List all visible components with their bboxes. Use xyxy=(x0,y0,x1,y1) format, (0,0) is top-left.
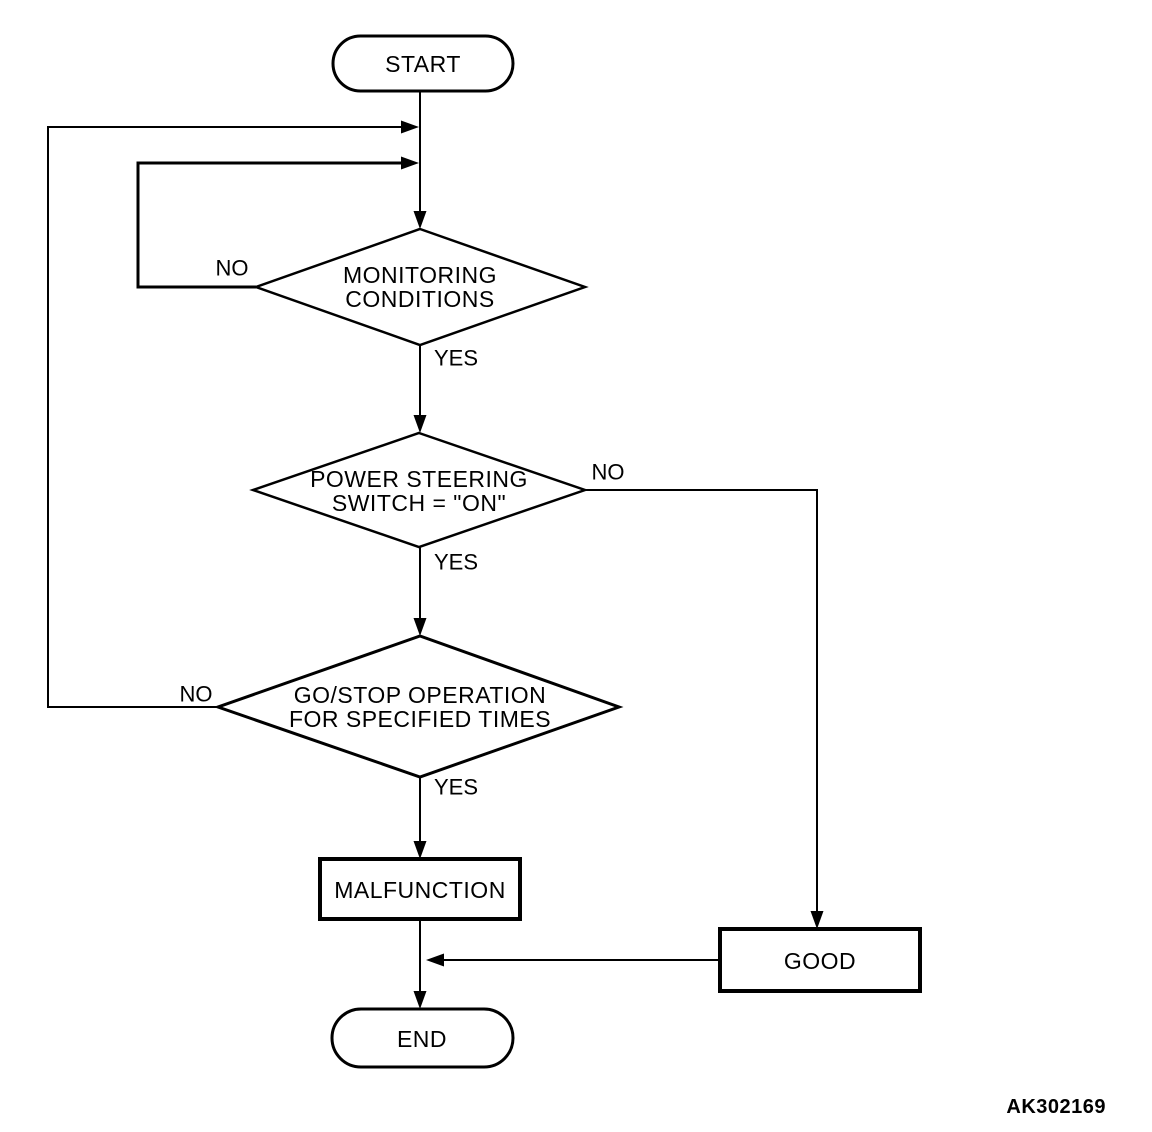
arrowhead-right-inner-loop xyxy=(401,156,419,170)
power-yes-label: YES xyxy=(434,550,478,575)
end-node xyxy=(330,1007,515,1069)
arrowhead-down-monitoring xyxy=(413,211,427,229)
go-stop-diamond xyxy=(213,634,624,779)
edge-go-stop-no-loop xyxy=(47,126,402,708)
power-steering-label-line1: POWER STEERING xyxy=(310,466,528,492)
start-label: START xyxy=(385,51,461,77)
arrowhead-down-end xyxy=(413,991,427,1009)
good-node xyxy=(718,927,922,993)
edge-monitoring-no-loop xyxy=(136,161,402,289)
power-steering-label-line2: SWITCH = "ON" xyxy=(332,490,506,516)
go-stop-no-label: NO xyxy=(180,682,213,707)
monitoring-conditions-diamond xyxy=(252,227,589,347)
arrowhead-down-go-stop xyxy=(413,618,427,636)
figure-id-label: AK302169 xyxy=(1006,1096,1106,1118)
monitoring-label-line1: MONITORING xyxy=(343,262,497,288)
end-label: END xyxy=(397,1026,447,1052)
good-label: GOOD xyxy=(784,948,856,974)
arrowhead-down-malfunction xyxy=(413,841,427,859)
arrowhead-left-join xyxy=(426,953,444,967)
arrowhead-down-good xyxy=(810,911,824,929)
monitoring-no-label: NO xyxy=(216,256,249,281)
edge-power-no-to-good xyxy=(585,489,818,913)
malfunction-node xyxy=(318,857,522,921)
monitoring-label-line2: CONDITIONS xyxy=(345,286,494,312)
malfunction-label: MALFUNCTION xyxy=(334,877,506,903)
go-stop-label-line1: GO/STOP OPERATION xyxy=(294,682,547,708)
monitoring-yes-label: YES xyxy=(434,346,478,371)
power-no-label: NO xyxy=(592,460,625,485)
power-steering-diamond xyxy=(249,431,589,549)
go-stop-label-line2: FOR SPECIFIED TIMES xyxy=(289,706,551,732)
arrowhead-right-outer-loop xyxy=(401,120,419,134)
start-node xyxy=(331,34,515,93)
arrowhead-down-power xyxy=(413,415,427,433)
go-stop-yes-label: YES xyxy=(434,775,478,800)
